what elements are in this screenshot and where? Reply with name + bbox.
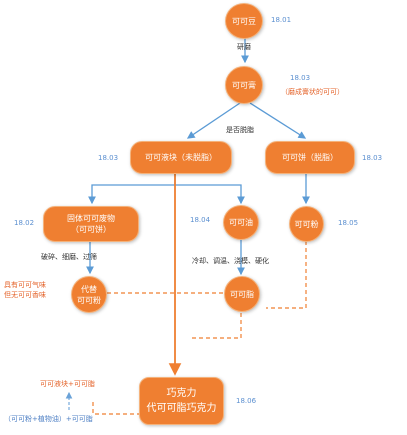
node-chocolate-label: 巧克力: [166, 388, 197, 399]
label-defat-question: 是否脱脂: [226, 126, 254, 134]
node-cocoa-cake-sublabel: （脱脂）: [306, 153, 338, 162]
node-substitute-label: 代替: [81, 284, 97, 294]
node-cocoa-solids-sublabel: （可可饼）: [71, 225, 111, 234]
node-cocoa-cake-label: 可可饼: [282, 153, 306, 162]
label-flavor-note: 具有可可气味 但无可可香味: [4, 280, 46, 300]
label-grinding: 研磨: [237, 43, 251, 51]
arrow-paste-to-cake: [249, 102, 307, 139]
label-flavor-line1: 具有可可气味: [4, 281, 46, 289]
node-cocoa-cake: 可可饼 （脱脂）: [265, 141, 355, 174]
arrow-liquor-to-solids: [88, 173, 176, 205]
code-bean: 18.01: [271, 16, 292, 24]
label-formula-top: 可可液块+可可脂: [40, 380, 95, 388]
code-powder: 18.05: [338, 219, 359, 227]
node-cocoa-liquor: 可可液块 （未脱脂）: [130, 141, 232, 174]
node-cocoa-oil: 可可油: [223, 205, 259, 240]
node-cocoa-bean-label: 可可豆: [232, 16, 256, 26]
code-chocolate: 18.06: [236, 397, 257, 405]
node-cocoa-butter: 可可脂: [224, 276, 260, 312]
node-cocoa-paste-label: 可可膏: [232, 80, 256, 90]
node-cocoa-powder: 可可粉: [289, 206, 324, 242]
label-formula-bottom: （可可粉+植物油）+可可脂: [4, 415, 93, 423]
node-cocoa-powder-label: 可可粉: [294, 219, 319, 229]
dash-butter-to-chocolate: [190, 313, 242, 339]
node-cocoa-paste: 可可膏: [225, 66, 263, 104]
dash-powder-to-chocolate: [266, 241, 307, 309]
code-paste: 18.03: [290, 74, 311, 82]
node-chocolate: 巧克力 代可可脂巧克力: [139, 377, 224, 425]
label-flavor-line2: 但无可可香味: [4, 291, 46, 299]
node-cocoa-butter-label: 可可脂: [230, 289, 254, 299]
node-cocoa-oil-label: 可可油: [229, 218, 253, 227]
node-cocoa-liquor-label: 可可液块: [145, 153, 177, 162]
arrow-liquor-to-oil: [175, 184, 245, 205]
dash-formula-to-chocolate: [92, 402, 140, 415]
code-solids: 18.02: [14, 219, 35, 227]
arrow-paste-to-liquor: [186, 102, 241, 139]
node-cocoa-solids-label: 固体可可废物: [67, 214, 115, 223]
node-substitute-sublabel: 可可粉: [77, 295, 101, 305]
node-cocoa-liquor-sublabel: （未脱脂）: [177, 153, 217, 162]
label-oil-steps: 冷却、调温、浇模、硬化: [192, 257, 269, 265]
code-cake: 18.03: [362, 154, 383, 162]
node-cocoa-bean: 可可豆: [225, 3, 263, 39]
label-crush-steps: 破碎、细磨、过筛: [41, 253, 97, 261]
label-paste-note: （磨成膏状的可可）: [281, 88, 344, 96]
node-substitute-powder: 代替 可可粉: [71, 276, 107, 313]
code-oil: 18.04: [190, 216, 211, 224]
code-liquor: 18.03: [98, 154, 119, 162]
node-cocoa-solids: 固体可可废物 （可可饼）: [43, 206, 139, 242]
node-chocolate-sublabel: 代可可脂巧克力: [146, 403, 217, 414]
